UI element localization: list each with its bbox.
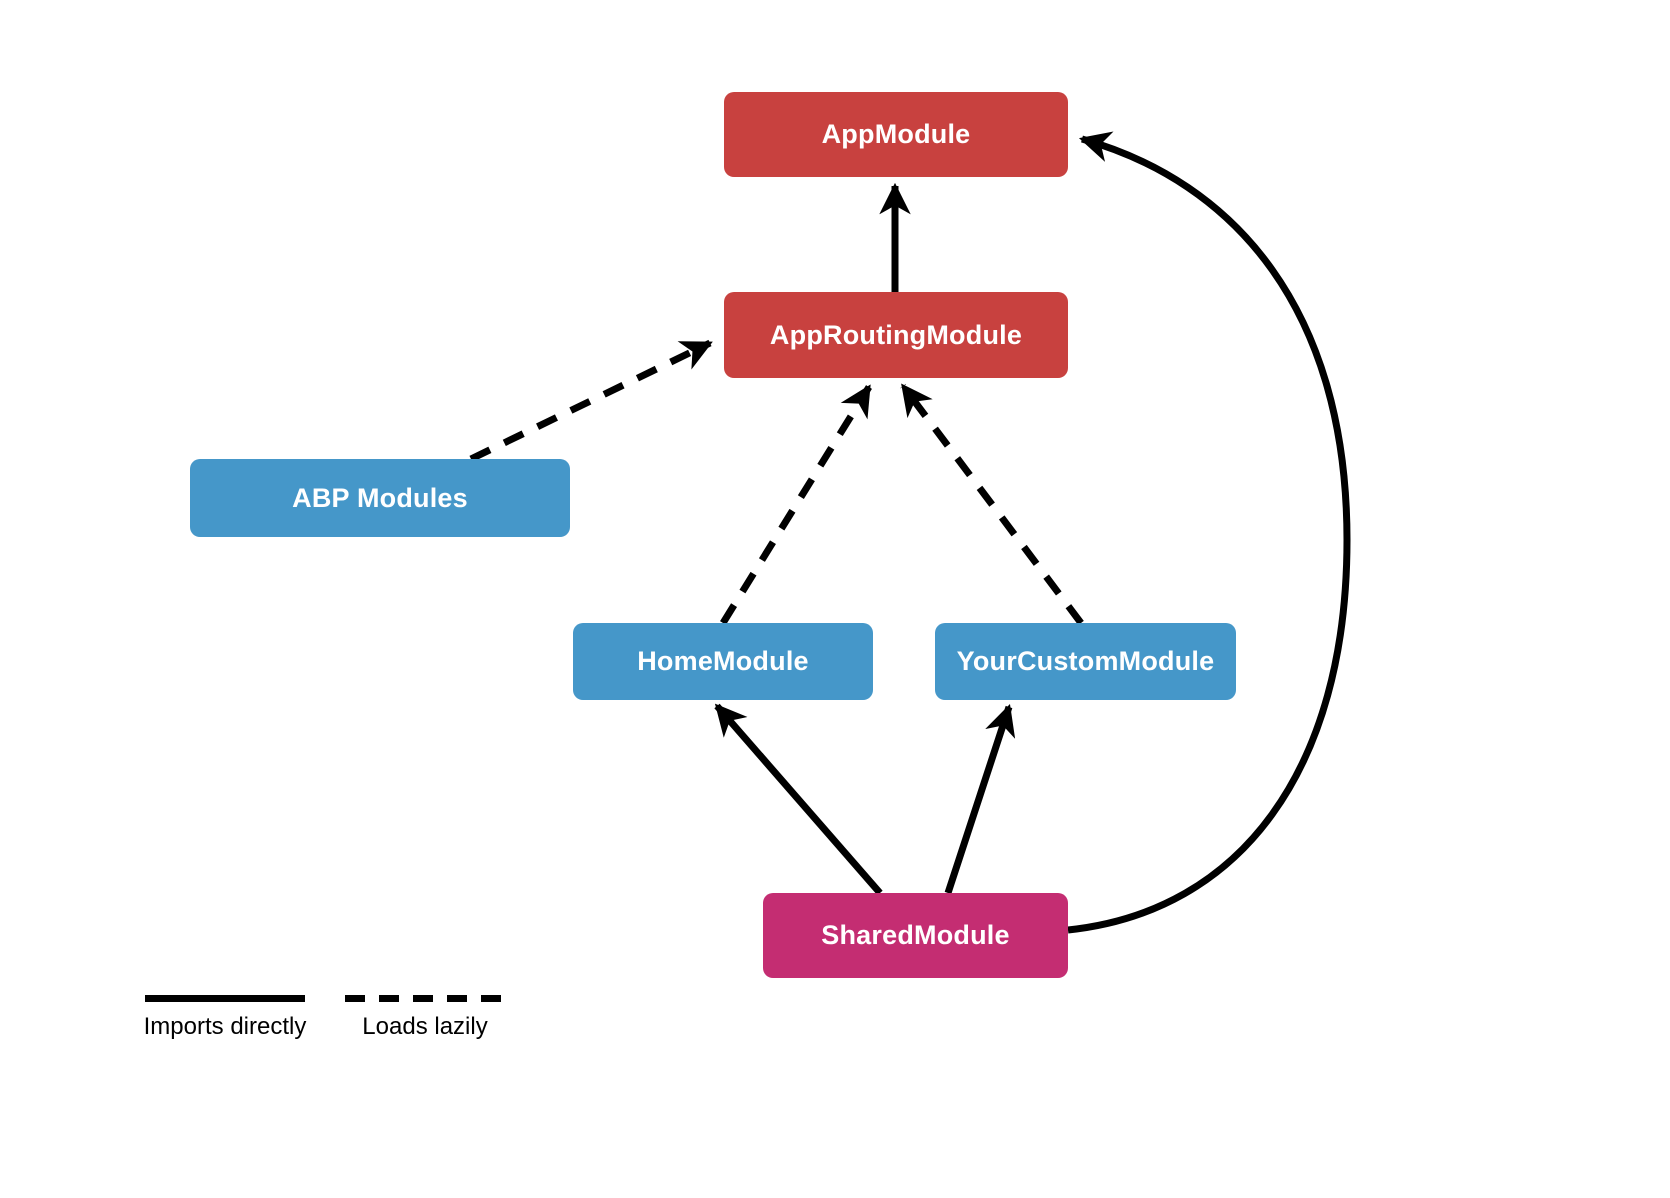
node-appmodule: AppModule — [724, 92, 1068, 177]
legend-solid-line-sample — [145, 995, 305, 1002]
node-sharedmodule-label: SharedModule — [821, 920, 1010, 950]
node-appmodule-label: AppModule — [821, 119, 971, 149]
edge-yourcustommodule-to-approutingmodule — [900, 383, 1084, 626]
legend-dashed-label: Loads lazily — [362, 1013, 488, 1040]
legend-solid-label: Imports directly — [143, 1013, 307, 1040]
edge-abpmodules-to-approutingmodule — [469, 339, 713, 463]
edge-homemodule-to-approutingmodule — [720, 384, 872, 625]
node-approutingmodule: AppRoutingModule — [724, 292, 1068, 378]
node-yourcustommodule: YourCustomModule — [935, 623, 1236, 700]
node-approutingmodule-label: AppRoutingModule — [769, 319, 1023, 350]
node-abp-modules-label: ABP Modules — [292, 482, 468, 513]
node-homemodule: HomeModule — [573, 623, 873, 700]
edge-sharedmodule-to-homemodule — [714, 703, 883, 896]
node-homemodule-label: HomeModule — [637, 646, 809, 676]
node-yourcustommodule-label: YourCustomModule — [956, 646, 1215, 676]
edge-sharedmodule-to-appmodule — [1067, 131, 1351, 934]
legend-dashed-line-sample — [345, 995, 508, 1002]
edge-sharedmodule-to-yourcustommodule — [944, 704, 1016, 895]
node-sharedmodule: SharedModule — [763, 893, 1068, 978]
node-abp-modules: ABP Modules — [190, 459, 570, 537]
